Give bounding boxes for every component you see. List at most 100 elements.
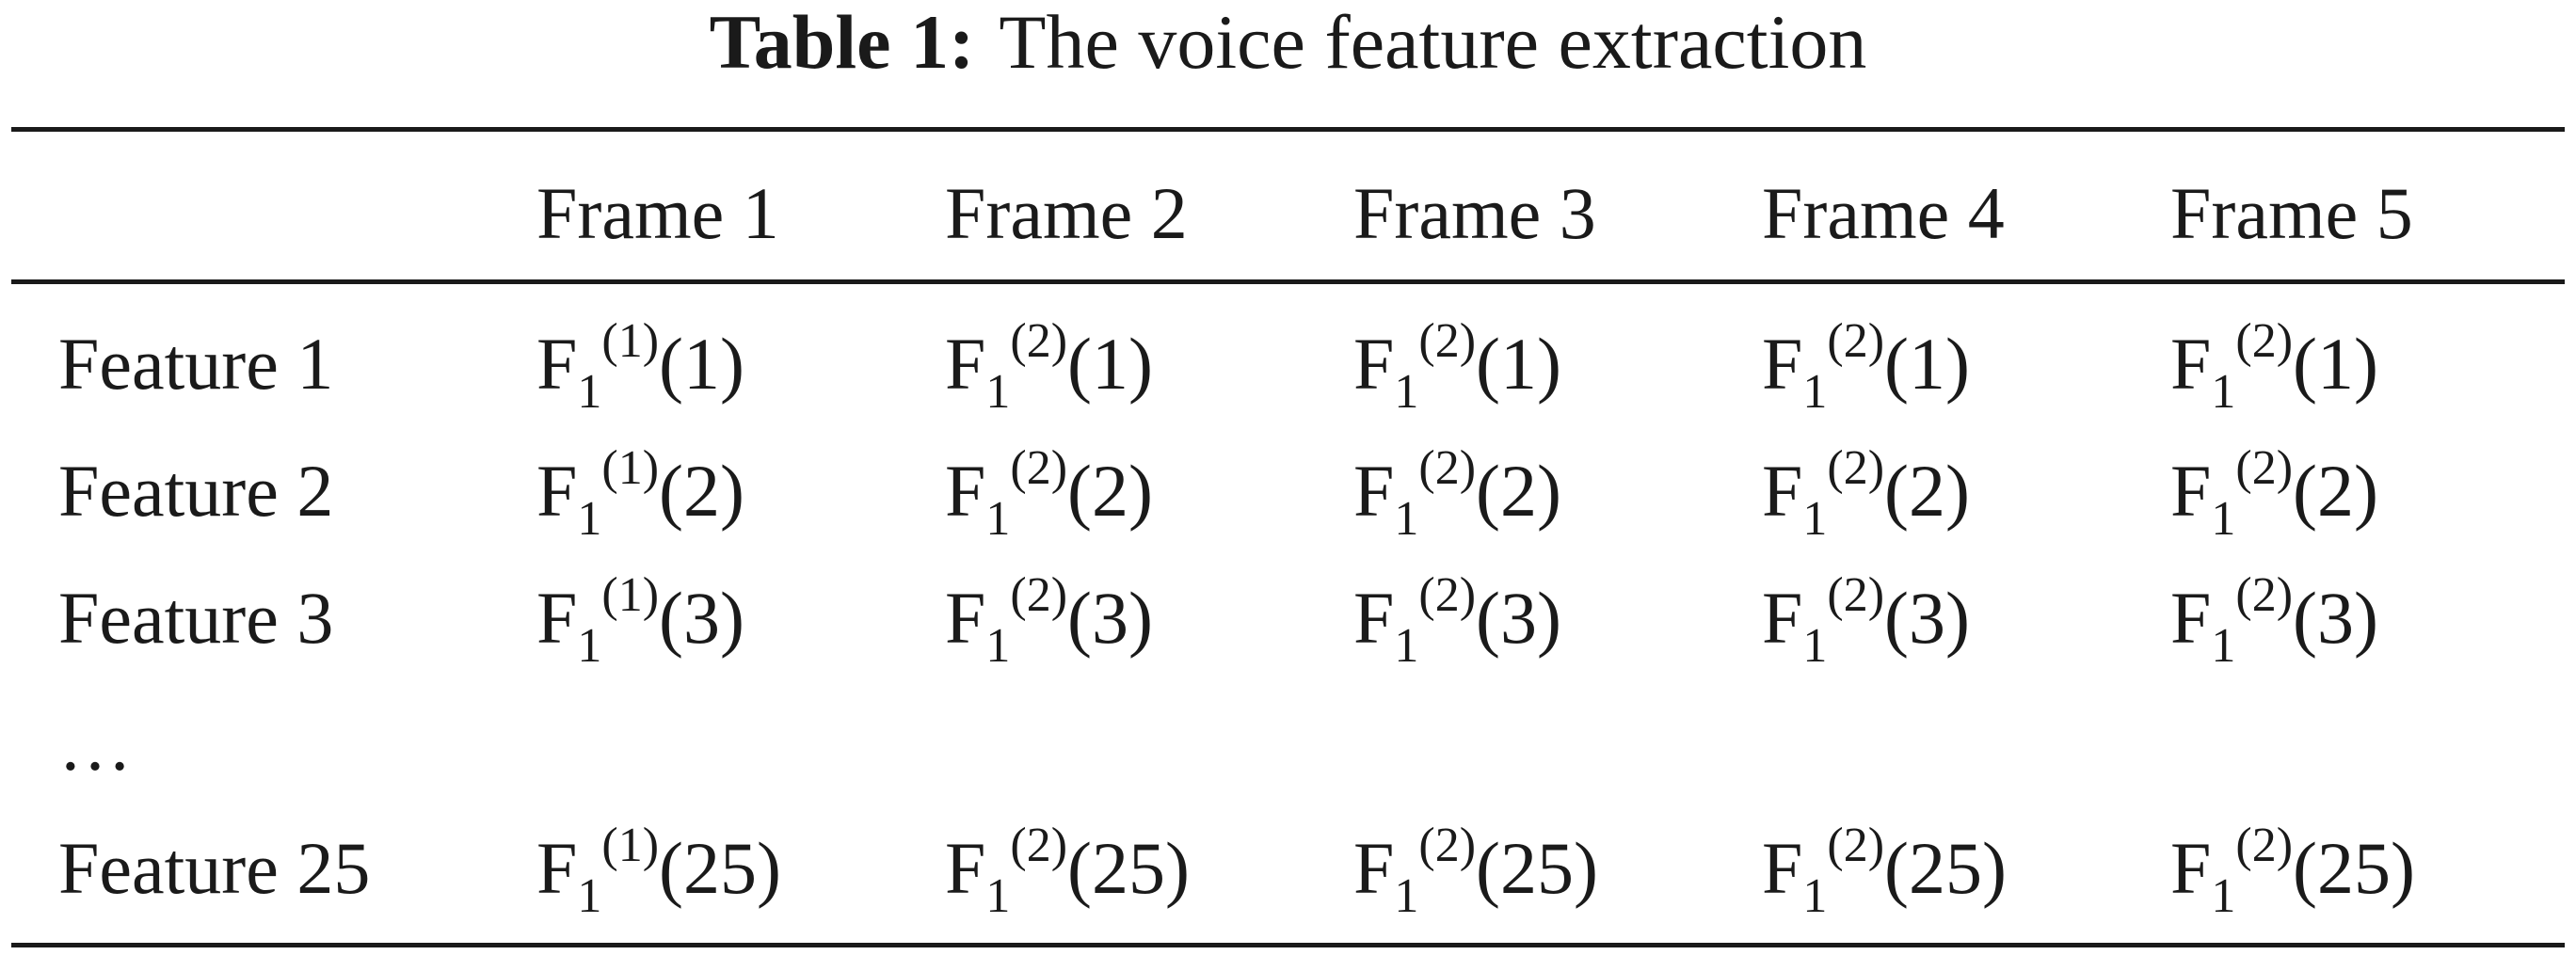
table-cell: F1(1)(2) [536, 444, 744, 544]
table-cell: F1(2)(2) [1762, 444, 1970, 544]
cell-subscript: 1 [985, 365, 1011, 419]
cell-subscript: 1 [985, 492, 1011, 546]
top-rule [11, 127, 2565, 132]
cell-base: F [1353, 577, 1395, 659]
cell-argument: (2) [1476, 450, 1561, 532]
cell-superscript: (2) [2235, 568, 2294, 622]
cell-base: F [2170, 323, 2212, 405]
cell-superscript: (2) [1010, 819, 1068, 872]
table-cell: F1(2)(3) [2170, 571, 2378, 671]
cell-subscript: 1 [577, 619, 602, 673]
cell-argument: (2) [659, 450, 744, 532]
cell-superscript: (1) [601, 314, 660, 368]
table-cell: F1(2)(2) [1353, 444, 1561, 544]
cell-subscript: 1 [577, 365, 602, 419]
cell-base: F [536, 450, 578, 532]
cell-subscript: 1 [1802, 492, 1828, 546]
cell-subscript: 1 [1802, 365, 1828, 419]
cell-subscript: 1 [2211, 869, 2236, 923]
table-cell: F1(2)(3) [1353, 571, 1561, 671]
cell-argument: (3) [1476, 577, 1561, 659]
cell-base: F [536, 827, 578, 909]
cell-base: F [1762, 323, 1803, 405]
cell-superscript: (2) [1418, 441, 1477, 495]
table-cell: F1(2)(3) [945, 571, 1153, 671]
cell-argument: (1) [1476, 323, 1561, 405]
cell-superscript: (2) [2235, 819, 2294, 872]
cell-argument: (25) [659, 827, 781, 909]
cell-subscript: 1 [985, 869, 1011, 923]
cell-superscript: (2) [2235, 441, 2294, 495]
cell-superscript: (2) [1418, 568, 1477, 622]
table-cell: F1(1)(25) [536, 821, 781, 921]
cell-superscript: (2) [1827, 441, 1885, 495]
cell-subscript: 1 [985, 619, 1011, 673]
cell-base: F [536, 577, 578, 659]
cell-subscript: 1 [577, 492, 602, 546]
table-cell: F1(2)(2) [2170, 444, 2378, 544]
cell-argument: (1) [659, 323, 744, 405]
cell-base: F [1353, 827, 1395, 909]
cell-subscript: 1 [1802, 869, 1828, 923]
cell-argument: (1) [1067, 323, 1153, 405]
column-header-frame-4: Frame 4 [1762, 172, 2005, 254]
cell-base: F [945, 450, 986, 532]
table-cell: F1(2)(1) [945, 317, 1153, 417]
table-cell: F1(1)(3) [536, 571, 744, 671]
table-cell: F1(2)(25) [945, 821, 1190, 921]
cell-subscript: 1 [2211, 619, 2236, 673]
cell-superscript: (2) [1010, 568, 1068, 622]
cell-superscript: (2) [1010, 441, 1068, 495]
cell-base: F [1762, 450, 1803, 532]
cell-base: F [2170, 827, 2212, 909]
cell-base: F [945, 323, 986, 405]
cell-subscript: 1 [1394, 365, 1419, 419]
cell-subscript: 1 [1802, 619, 1828, 673]
cell-superscript: (1) [601, 568, 660, 622]
bottom-rule [11, 943, 2565, 947]
table-cell: F1(2)(2) [945, 444, 1153, 544]
table-cell: F1(2)(25) [1762, 821, 2007, 921]
cell-base: F [2170, 577, 2212, 659]
caption-text: The voice feature extraction [999, 0, 1867, 85]
table-cell: F1(1)(1) [536, 317, 744, 417]
row-header-feature-1: Feature 1 [58, 323, 334, 405]
table-cell: F1(2)(1) [2170, 317, 2378, 417]
cell-superscript: (2) [2235, 314, 2294, 368]
cell-superscript: (2) [1827, 819, 1885, 872]
table-cell: F1(2)(1) [1353, 317, 1561, 417]
caption-label: Table 1: [709, 0, 975, 85]
cell-base: F [2170, 450, 2212, 532]
table-caption: Table 1: The voice feature extraction [0, 0, 2576, 85]
cell-subscript: 1 [2211, 365, 2236, 419]
cell-subscript: 1 [2211, 492, 2236, 546]
cell-argument: (2) [2293, 450, 2378, 532]
table-cell: F1(2)(25) [1353, 821, 1598, 921]
column-header-frame-3: Frame 3 [1353, 172, 1596, 254]
table-cell: F1(2)(3) [1762, 571, 1970, 671]
column-header-frame-2: Frame 2 [945, 172, 1188, 254]
cell-argument: (1) [1884, 323, 1970, 405]
row-header-feature-3: Feature 3 [58, 577, 334, 659]
column-header-frame-1: Frame 1 [536, 172, 779, 254]
cell-superscript: (2) [1418, 819, 1477, 872]
cell-argument: (3) [2293, 577, 2378, 659]
cell-subscript: 1 [1394, 619, 1419, 673]
cell-subscript: 1 [1394, 492, 1419, 546]
cell-base: F [945, 827, 986, 909]
cell-subscript: 1 [577, 869, 602, 923]
cell-argument: (25) [1067, 827, 1190, 909]
cell-argument: (25) [1884, 827, 2007, 909]
cell-argument: (3) [1067, 577, 1153, 659]
cell-base: F [1762, 577, 1803, 659]
cell-argument: (2) [1067, 450, 1153, 532]
cell-argument: (25) [2293, 827, 2415, 909]
table-cell: F1(2)(1) [1762, 317, 1970, 417]
cell-superscript: (2) [1010, 314, 1068, 368]
cell-base: F [1353, 323, 1395, 405]
row-header-feature-25: Feature 25 [58, 827, 371, 909]
cell-superscript: (2) [1827, 314, 1885, 368]
row-header-feature-2: Feature 2 [58, 450, 334, 532]
row-header-ellipsis: … [58, 704, 132, 786]
cell-argument: (2) [1884, 450, 1970, 532]
